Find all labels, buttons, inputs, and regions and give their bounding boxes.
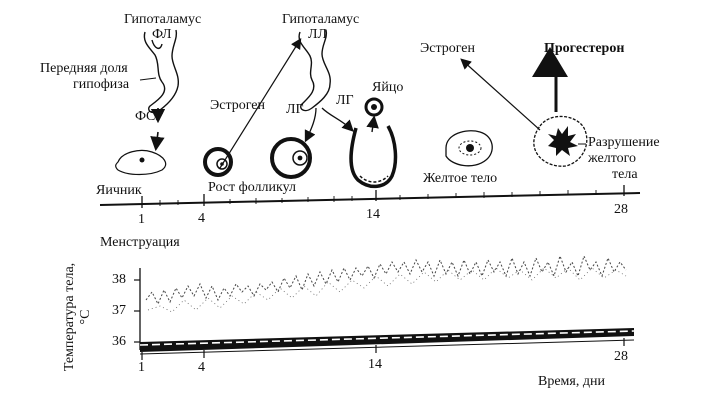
temperature-chart	[134, 254, 635, 360]
menstruation-label: Менструация	[100, 235, 180, 250]
follicle-growth-label: Рост фолликул	[208, 180, 296, 195]
temp-tick-38: 38	[112, 272, 126, 287]
lh-label-2: ЛГ	[336, 93, 354, 108]
regressing-corpus-luteum-icon	[533, 115, 588, 167]
fsh-label: ФСГ	[135, 109, 164, 124]
regression-label-2: желтого	[588, 151, 637, 166]
cycle-tick-1: 1	[138, 212, 145, 227]
time-axis-label: Время, дни	[538, 374, 605, 389]
cycle-tick-28: 28	[614, 202, 628, 217]
time-tick-1: 1	[138, 360, 145, 375]
ovary-label: Яичник	[96, 183, 142, 198]
ovary-icon	[115, 149, 167, 176]
hypothalamus-label-2: Гипоталамус	[282, 12, 360, 27]
regression-label-1: Разрушение	[588, 135, 660, 150]
temp-tick-37: 37	[112, 303, 126, 318]
follicle-small-icon	[203, 147, 233, 177]
pituitary-sketch-fsh	[143, 29, 180, 114]
time-tick-4: 4	[198, 360, 205, 375]
hypothalamus-label-1: Гипоталамус	[124, 12, 202, 27]
egg-label: Яйцо	[372, 80, 404, 95]
cycle-axis	[99, 185, 641, 208]
estrogen-left-label: Эстроген	[210, 98, 266, 113]
corpus-luteum-icon	[445, 130, 493, 167]
corpus-luteum-label: Желтое тело	[423, 171, 498, 186]
ovulating-follicle-icon	[349, 125, 398, 189]
time-tick-28: 28	[614, 349, 628, 364]
estrogen-right-label: Эстроген	[420, 41, 476, 56]
cycle-tick-14: 14	[366, 207, 380, 222]
lh-label-1: ЛГ	[286, 102, 304, 117]
cycle-tick-4: 4	[198, 211, 205, 226]
fl-label: ФЛ	[152, 27, 172, 42]
anterior-pituitary-label-2: гипофиза	[73, 77, 130, 92]
temp-tick-36: 36	[112, 334, 126, 349]
temperature-axis-label: Температура тела, °С	[62, 262, 93, 372]
progesterone-label: Прогестерон	[544, 41, 625, 56]
follicle-large-icon	[270, 137, 312, 179]
egg-icon	[364, 97, 384, 117]
regression-label-3: тела	[612, 167, 638, 182]
time-tick-14: 14	[368, 357, 382, 372]
pituitary-sketch-lh	[298, 29, 331, 112]
anterior-pituitary-label-1: Передняя доля	[40, 61, 128, 76]
ll-label: ЛЛ	[308, 27, 327, 42]
